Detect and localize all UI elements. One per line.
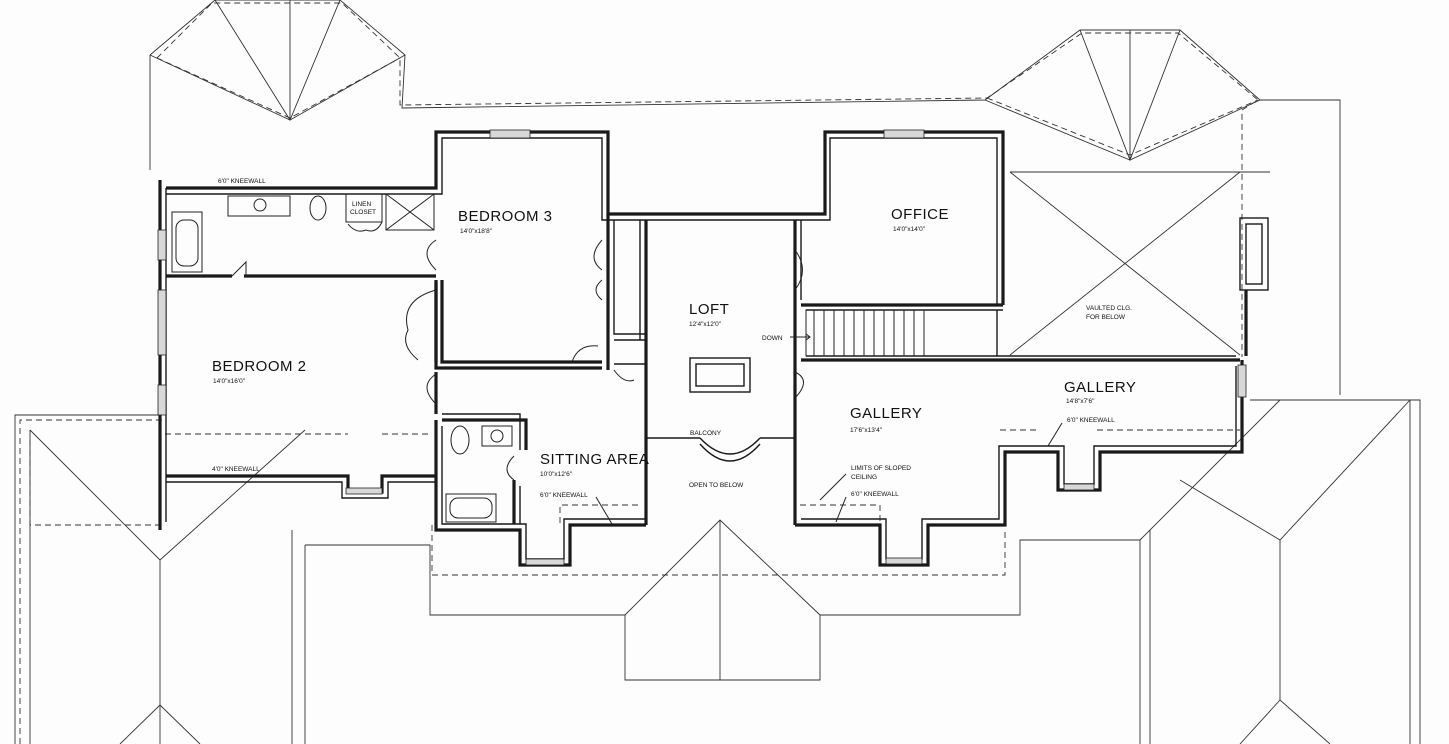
loft-name: LOFT	[689, 301, 729, 318]
bedroom2-name: BEDROOM 2	[212, 358, 307, 375]
vaulted-note-line2: FOR BELOW	[1086, 314, 1126, 321]
gallery-mid-dims: 17'6"x13'4"	[850, 427, 883, 434]
stairs	[790, 309, 925, 357]
exterior-walls	[158, 130, 1269, 567]
gallery-mid-name: GALLERY	[850, 405, 922, 422]
roof-outlines	[14, 0, 1421, 744]
fixtures	[171, 193, 1063, 525]
limits-sloped-line1: LIMITS OF SLOPED	[851, 465, 911, 472]
kneewall-gallery-right-note: 6'0" KNEEWALL	[1067, 417, 1115, 424]
kneewall-bedroom2-note: 4'0" KNEEWALL	[212, 466, 260, 473]
sitting-area-dims: 10'0"x12'6"	[540, 471, 573, 478]
dashed-lines	[19, 2, 1259, 744]
gallery-right-dims: 14'8"x7'6"	[1066, 398, 1095, 405]
vaulted-note-line1: VAULTED CLG.	[1086, 305, 1132, 312]
bedroom3-dims: 14'0"x18'8"	[460, 228, 493, 235]
bedroom2-dims: 14'0"x16'0"	[213, 378, 246, 385]
kneewall-gallery-note: 6'0" KNEEWALL	[851, 491, 899, 498]
office-name: OFFICE	[891, 206, 949, 223]
loft-dims: 12'4"x12'0"	[689, 321, 722, 328]
room-labels: BEDROOM 3 14'0"x18'8" OFFICE 14'0"x14'0"…	[212, 206, 1136, 478]
linen-closet-line1: LINEN	[352, 201, 371, 208]
open-to-below-label: OPEN TO BELOW	[689, 482, 744, 489]
windows	[157, 129, 1247, 566]
kneewall-top-note: 6'0" KNEEWALL	[218, 178, 266, 185]
bedroom3-name: BEDROOM 3	[458, 208, 553, 225]
kneewall-sitting-note: 6'0" KNEEWALL	[540, 492, 588, 499]
gallery-right-name: GALLERY	[1064, 379, 1136, 396]
linen-closet-line2: CLOSET	[350, 209, 376, 216]
notes: 6'0" KNEEWALL 4'0" KNEEWALL 6'0" KNEEWAL…	[212, 178, 1132, 499]
sitting-area-name: SITTING AREA	[540, 451, 649, 468]
office-dims: 14'0"x14'0"	[893, 226, 926, 233]
balcony-label: BALCONY	[690, 430, 722, 437]
limits-sloped-line2: CEILING	[851, 474, 877, 481]
stairs-down-label: DOWN	[762, 335, 783, 342]
